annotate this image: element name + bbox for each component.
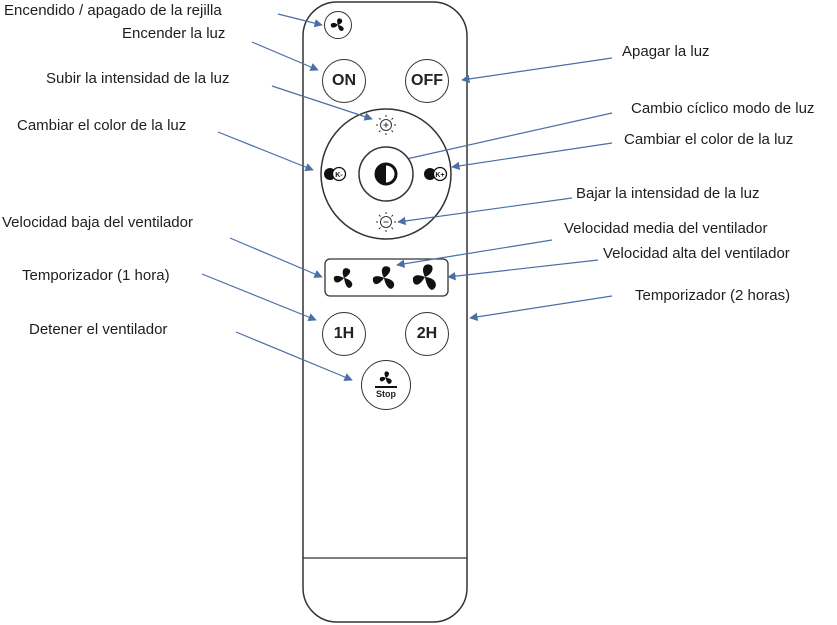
- stop-underline: [375, 386, 397, 388]
- label-timer-1h: Temporizador (1 hora): [22, 267, 170, 284]
- label-light-on: Encender la luz: [122, 25, 226, 42]
- color-temp-minus-icon[interactable]: K-: [324, 166, 347, 182]
- label-fan-mid: Velocidad media del ventilador: [564, 220, 768, 237]
- label-brightness-down: Bajar la intensidad de la luz: [576, 185, 760, 202]
- arrow-fan-high: [447, 259, 599, 281]
- svg-text:K-: K-: [335, 172, 343, 179]
- svg-text:K+: K+: [435, 172, 444, 179]
- arrow-color-left: [217, 131, 314, 172]
- arrow-grille: [277, 13, 323, 28]
- label-grille: Encendido / apagado de la rejilla: [4, 2, 222, 19]
- label-light-off: Apagar la luz: [622, 43, 710, 60]
- arrow-brightness-up: [271, 85, 373, 121]
- label-timer-2h: Temporizador (2 horas): [635, 287, 791, 304]
- label-color-left: Cambiar el color de la luz: [17, 117, 187, 134]
- arrow-mode-cycle: [392, 112, 613, 165]
- color-temp-plus-icon[interactable]: K+: [424, 166, 448, 182]
- arrow-brightness-down: [397, 197, 573, 226]
- fan-stop-button[interactable]: Stop: [361, 360, 411, 410]
- arrow-fan-mid: [396, 239, 553, 268]
- stop-label: Stop: [376, 388, 396, 399]
- arrow-light-on: [251, 41, 319, 71]
- arrow-light-off: [461, 57, 613, 84]
- label-fan-high: Velocidad alta del ventilador: [603, 245, 790, 262]
- brightness-up-icon[interactable]: [376, 115, 396, 135]
- timer-1h-button[interactable]: 1H: [322, 312, 366, 356]
- arrow-fan-low: [229, 237, 323, 278]
- label-brightness-up: Subir la intensidad de la luz: [46, 70, 230, 87]
- fan-high-icon[interactable]: [412, 264, 436, 290]
- fan-speed-bar: [324, 258, 449, 297]
- mode-cycle-button[interactable]: [358, 146, 414, 202]
- fan-low-icon[interactable]: [333, 268, 353, 288]
- timer-2h-button[interactable]: 2H: [405, 312, 449, 356]
- label-mode-cycle: Cambio cíclico modo de luz: [631, 100, 815, 117]
- fan-stop-icon: [379, 371, 392, 385]
- light-off-button[interactable]: OFF: [405, 59, 449, 103]
- grille-toggle-button[interactable]: [324, 11, 352, 39]
- arrow-color-right: [451, 142, 613, 171]
- label-color-right: Cambiar el color de la luz: [624, 131, 794, 148]
- arrow-timer-1h: [201, 273, 317, 322]
- arrow-timer-2h: [469, 295, 613, 321]
- brightness-down-icon[interactable]: [376, 212, 396, 232]
- light-on-button[interactable]: ON: [322, 59, 366, 103]
- arrow-fan-stop: [235, 331, 353, 381]
- label-fan-low: Velocidad baja del ventilador: [2, 214, 193, 231]
- label-fan-stop: Detener el ventilador: [29, 321, 168, 338]
- fan-mid-icon[interactable]: [372, 266, 395, 289]
